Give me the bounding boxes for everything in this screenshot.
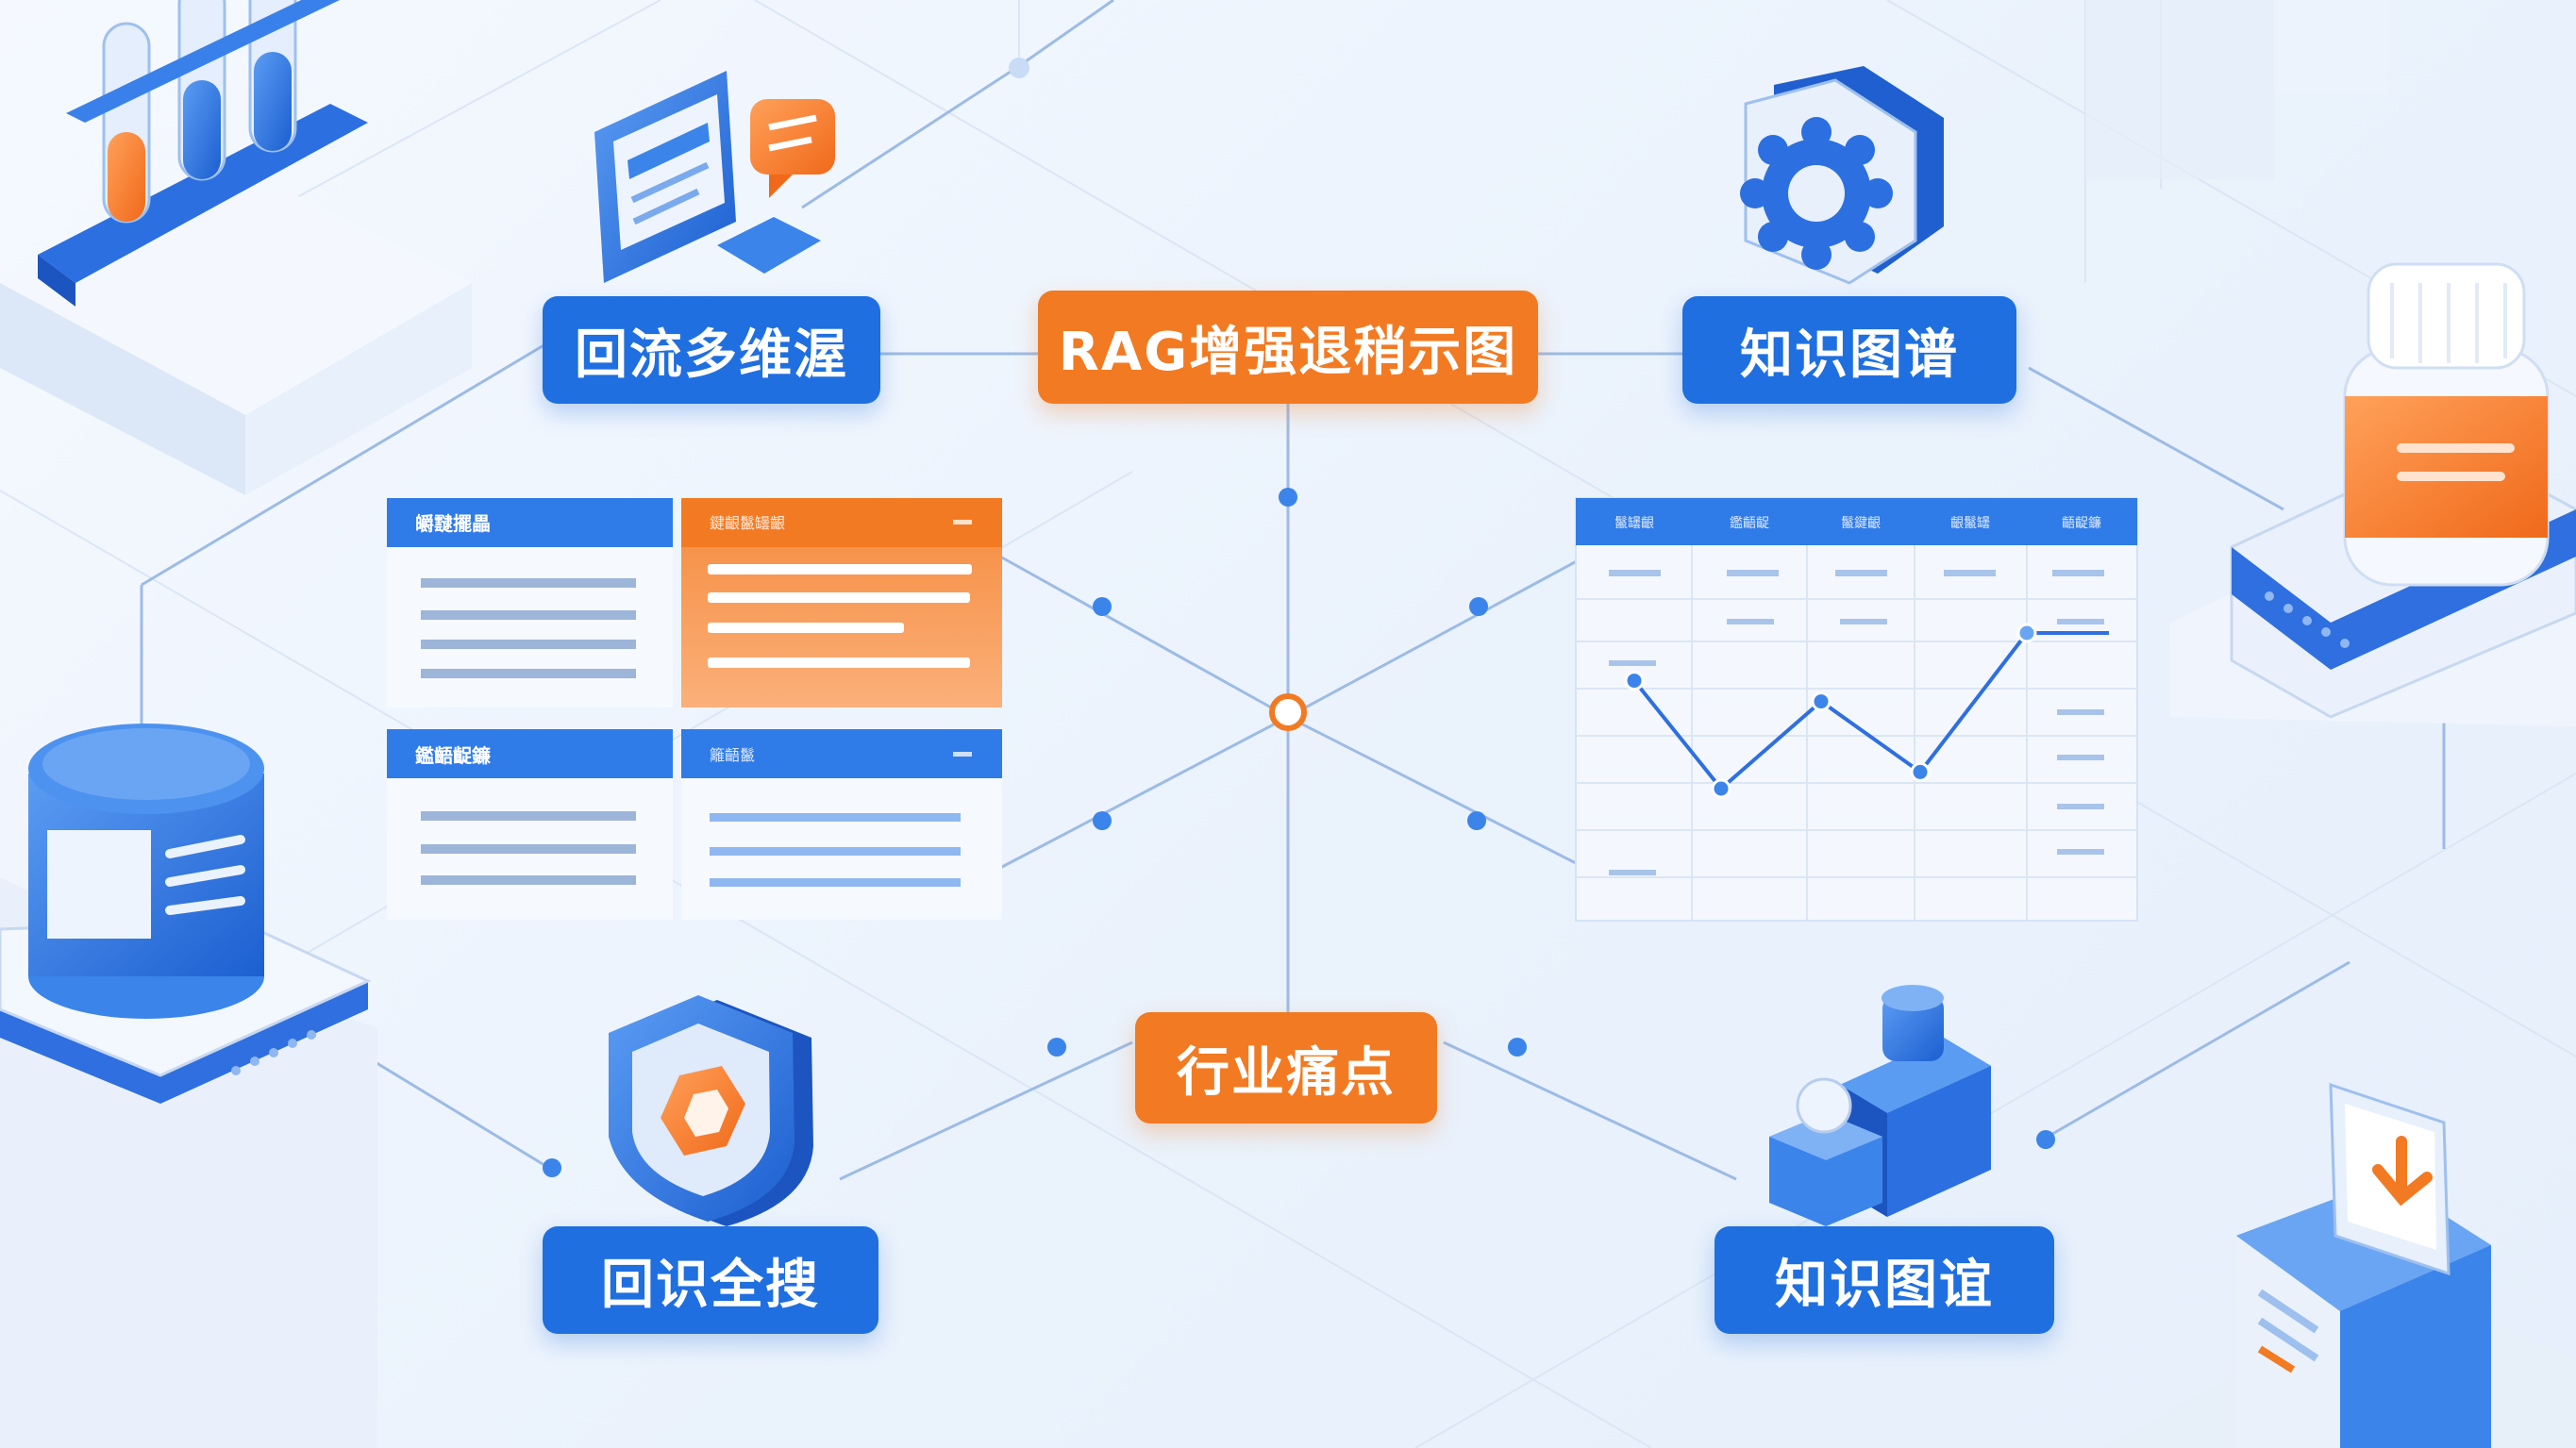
shield-icon: [609, 995, 813, 1226]
node: [543, 1158, 561, 1177]
gear-hexagon-icon: [1740, 66, 1944, 285]
table-header-2: 鬣鍵齦: [1841, 516, 1881, 531]
node: [1047, 1038, 1066, 1057]
panel-title-bottom-right: 籬齬鬣: [710, 746, 755, 764]
background-cubes: [2085, 0, 2387, 179]
node: [1467, 811, 1486, 830]
network-nodes: [543, 58, 2055, 1177]
download-box-icon: [2104, 1082, 2576, 1448]
chart-point-2: [1811, 691, 1832, 712]
node: [1093, 811, 1112, 830]
label-industry-pain-points[interactable]: 行业痛点: [1135, 1012, 1437, 1123]
node: [1279, 488, 1297, 507]
chart-series-line: [1632, 631, 2109, 791]
table-header-0: 鬣罎齦: [1614, 516, 1654, 531]
center-node: [1269, 693, 1307, 731]
node: [1093, 597, 1112, 616]
chart-point-3: [1910, 761, 1931, 782]
node: [2036, 1130, 2055, 1149]
placeholder-lines: [421, 578, 636, 678]
left-panel: 皭靆擺畾 鍵齦鬣罎齦 鑑齬齪鐮 籬齬鬣: [387, 498, 1002, 920]
label-rag-title[interactable]: RAG增强退稍示图: [1038, 291, 1538, 404]
right-table: 鬣罎齦 鑑齬齪 鬣鍵齦 齦鬣罎 齬齪鐮: [1575, 497, 2138, 922]
node: [1469, 597, 1488, 616]
chart-point-1: [1711, 778, 1731, 799]
panel-title-top-right: 鍵齦鬣罎齦: [710, 514, 785, 532]
database-cylinder-icon: [0, 724, 377, 1448]
document-chat-icon: [594, 71, 835, 283]
panel-title-bottom-left: 鑑齬齪鐮: [415, 744, 491, 767]
node: [1508, 1038, 1527, 1057]
chart-point-0: [1624, 671, 1645, 691]
panel-title-top-left: 皭靆擺畾: [415, 512, 491, 535]
table-header-1: 鑑齬齪: [1730, 515, 1769, 531]
label-bottom-left[interactable]: 回识全搜: [543, 1226, 878, 1334]
label-top-left[interactable]: 回流多维渥: [543, 296, 880, 404]
table-header-4: 齬齪鐮: [2062, 515, 2101, 531]
label-top-right[interactable]: 知识图谱: [1682, 296, 2016, 404]
blocks-icon: [1769, 985, 1991, 1226]
medicine-bottle-icon: [2170, 262, 2576, 726]
node: [1009, 58, 1029, 78]
line-chart: [1624, 623, 2109, 799]
test-tubes-icon: [0, 0, 472, 495]
chart-point-4: [2016, 623, 2037, 643]
label-bottom-right[interactable]: 知识图谊: [1715, 1226, 2054, 1334]
table-header-3: 齦鬣罎: [1950, 516, 1990, 531]
